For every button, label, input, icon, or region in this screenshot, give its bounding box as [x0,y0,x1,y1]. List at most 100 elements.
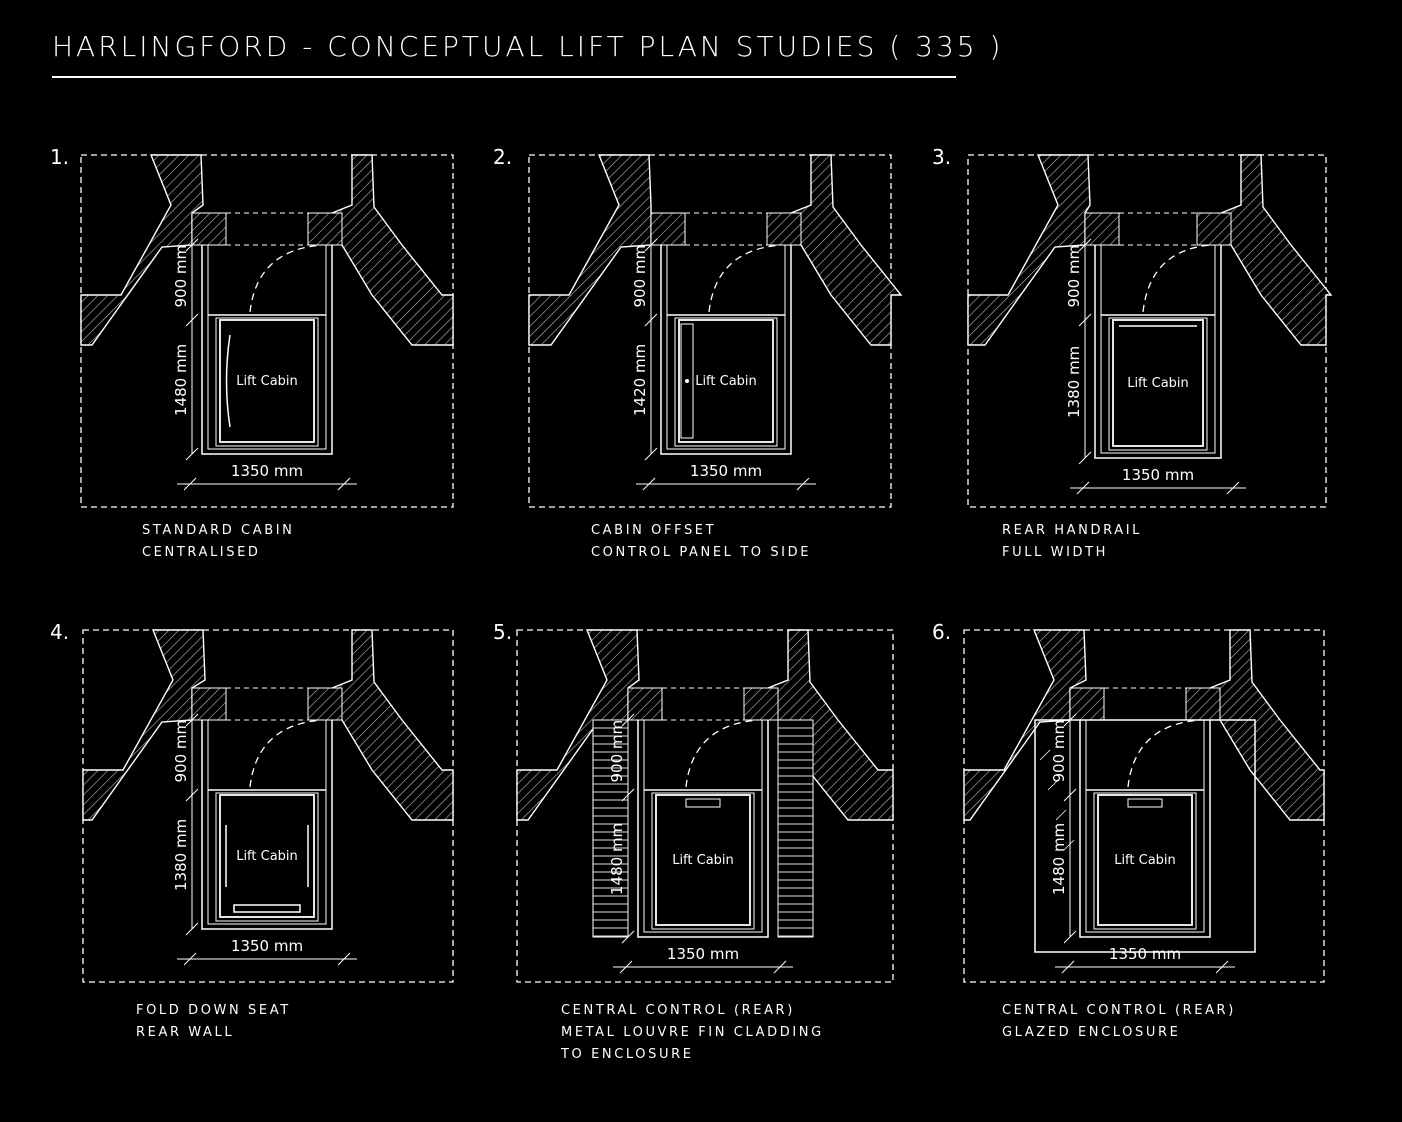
title-underline [52,76,956,78]
wall-left [528,154,652,346]
wall-left [516,629,640,821]
lift-shaft-inner [207,245,327,450]
glass-reflection [1047,779,1059,791]
dim-tick [1061,960,1075,974]
cabin-frame [215,792,319,922]
page-title: HARLINGFORD - CONCEPTUAL LIFT PLAN STUDI… [52,30,1004,63]
cabin-label: Lift Cabin [236,374,298,389]
glass-reflection [1055,809,1067,821]
wall-right [331,154,454,346]
caption-line: CENTRAL CONTROL (REAR) [561,1003,795,1018]
wall-left [967,154,1091,346]
rear-control-panel [685,798,721,808]
site-boundary [967,154,1327,508]
dim-tick [1063,788,1077,802]
lift-cabin [219,319,315,443]
study-caption: CENTRAL CONTROL (REAR)GLAZED ENCLOSURE [1002,1000,1236,1044]
dim-tick [185,238,199,252]
dim-lower: 1480 mm [1050,823,1068,895]
glass-reflection [1039,749,1051,761]
cabin-frame [674,317,778,447]
dim-upper: 900 mm [631,245,649,308]
dim-lower: 1480 mm [172,344,190,416]
rear-control-panel [1127,798,1163,808]
dim-tick [183,952,197,966]
lift-shaft-inner [1085,720,1205,933]
caption-line: FULL WIDTH [1002,545,1109,560]
door-swing-arc [249,244,323,313]
lift-shaft [660,245,792,455]
wall-left [963,629,1087,821]
caption-line: CONTROL PANEL TO SIDE [591,545,812,560]
caption-line: FOLD DOWN SEAT [136,1003,291,1018]
dim-tick [621,788,635,802]
caption-line: REAR HANDRAIL [1002,523,1142,538]
door-swing-arc [708,244,782,313]
dim-tick [644,313,658,327]
door-swing-arc [1142,244,1212,313]
dim-tick [185,447,199,461]
wall-stub-right [307,212,343,246]
dim-tick [185,713,199,727]
dim-tick [796,477,810,491]
study-number: 6. [932,620,952,644]
lift-cabin [655,794,751,926]
lift-shaft [201,245,333,455]
study-number: 5. [493,620,513,644]
louvre-cladding-right [777,719,814,938]
study-number: 3. [932,145,952,169]
lift-shaft [1094,245,1222,459]
cabin-label: Lift Cabin [236,849,298,864]
caption-line: TO ENCLOSURE [561,1047,694,1062]
louvre-cladding-left [592,719,629,938]
dim-lower: 1380 mm [1065,346,1083,418]
wall-right [790,154,903,346]
door-swing-arc [685,719,759,788]
dim-tick [1215,960,1229,974]
dim-upper: 900 mm [1050,720,1068,783]
control-panel [680,323,694,439]
fold-down-seat [233,904,301,913]
dim-upper: 900 mm [608,720,626,783]
dim-tick [183,477,197,491]
cabin-frame [215,317,319,447]
study-caption: CENTRAL CONTROL (REAR) METAL LOUVRE FIN C… [561,1000,824,1066]
wall-stub-right [743,687,779,721]
wall-left [80,154,204,346]
dim-tick [337,952,351,966]
dim-tick [1076,481,1090,495]
door-swing-arc [1127,719,1201,788]
caption-line: METAL LOUVRE FIN CLADDING [561,1025,824,1040]
side-handrail [225,334,231,428]
dim-tick [1078,451,1092,465]
dim-tick [642,477,656,491]
cabin-frame [1108,317,1208,451]
dim-tick [1226,481,1240,495]
dim-upper: 900 mm [1065,245,1083,308]
glass-reflection [1063,839,1075,851]
dim-width: 1350 mm [231,937,303,955]
glazed-enclosure [1034,719,1256,953]
cabin-label: Lift Cabin [695,374,757,389]
caption-line: CABIN OFFSET [591,523,717,538]
dim-tick [1063,713,1077,727]
wall-stub-right [307,687,343,721]
dim-upper: 900 mm [172,245,190,308]
dim-tick [185,922,199,936]
wall-stub-right [1185,687,1221,721]
study-number: 2. [493,145,513,169]
lift-shaft-inner [666,245,786,450]
caption-line: GLAZED ENCLOSURE [1002,1025,1181,1040]
dim-tick [185,788,199,802]
lift-shaft-inner [643,720,763,933]
wall-stub-right [766,212,802,246]
